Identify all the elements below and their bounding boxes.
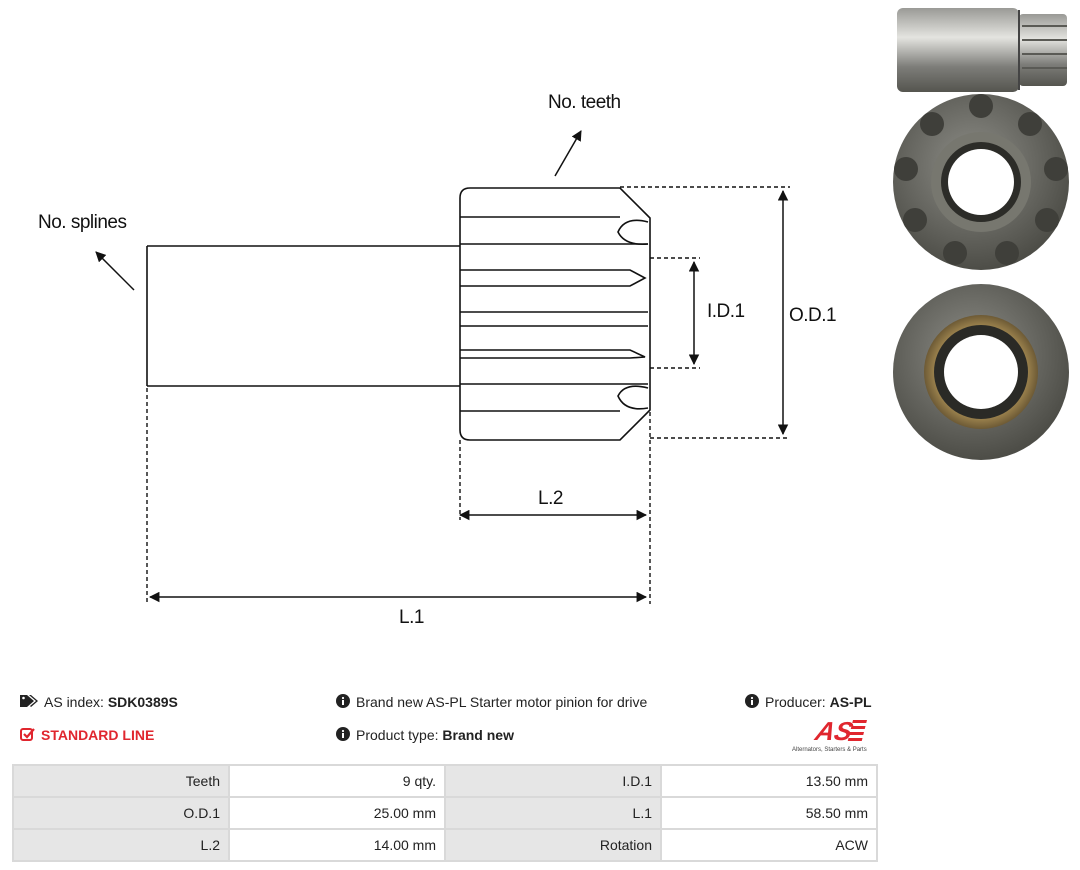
producer-label: Producer: xyxy=(765,694,826,710)
pinion-side-photo xyxy=(897,8,1067,92)
label-id1: I.D.1 xyxy=(707,301,745,322)
spec-value: 13.50 mm xyxy=(662,766,876,796)
spec-value: 14.00 mm xyxy=(230,830,444,860)
producer-value: AS-PL xyxy=(829,694,872,710)
label-no-splines: No. splines xyxy=(38,212,127,233)
product-photos xyxy=(893,8,1069,460)
as-pl-logo: AS Alternators, Starters & Parts xyxy=(792,716,868,753)
spec-key: I.D.1 xyxy=(446,766,660,796)
spec-key: L.1 xyxy=(446,798,660,828)
spec-key: Teeth xyxy=(14,766,228,796)
standard-line-label: STANDARD LINE xyxy=(41,727,155,743)
producer-row: Producer: AS-PL xyxy=(745,692,872,712)
spec-value: 58.50 mm xyxy=(662,798,876,828)
as-index-label: AS index: xyxy=(44,694,104,710)
label-od1: O.D.1 xyxy=(789,305,836,326)
svg-text:Alternators, Starters & Parts: Alternators, Starters & Parts xyxy=(792,747,867,753)
spec-key: Rotation xyxy=(446,830,660,860)
spec-key: O.D.1 xyxy=(14,798,228,828)
info-circle-icon xyxy=(336,693,350,713)
product-type-row: Product type: Brand new xyxy=(336,725,514,745)
tags-icon xyxy=(20,693,38,713)
description-row: Brand new AS-PL Starter motor pinion for… xyxy=(336,692,647,712)
label-l2: L.2 xyxy=(538,488,563,509)
spec-value: 25.00 mm xyxy=(230,798,444,828)
label-l1: L.1 xyxy=(399,607,424,628)
description-text: Brand new AS-PL Starter motor pinion for… xyxy=(356,694,648,710)
info-circle-icon xyxy=(336,726,350,746)
technical-drawing: No. teeth No. splines I.D.1 O.D.1 L.2 L.… xyxy=(38,92,837,628)
pinion-back-photo xyxy=(893,284,1069,460)
product-type-label: Product type: xyxy=(356,727,439,743)
check-square-icon xyxy=(20,726,35,746)
spec-value: ACW xyxy=(662,830,876,860)
as-index-value: SDK0389S xyxy=(107,694,178,710)
product-type-value: Brand new xyxy=(442,727,514,743)
label-no-teeth: No. teeth xyxy=(548,92,621,113)
pinion-front-photo xyxy=(893,94,1069,270)
info-circle-icon xyxy=(745,693,759,713)
spec-value: 9 qty. xyxy=(230,766,444,796)
svg-text:AS: AS xyxy=(812,716,857,746)
spec-key: L.2 xyxy=(14,830,228,860)
as-index-row: AS index: SDK0389S xyxy=(20,692,178,712)
standard-line-row: STANDARD LINE xyxy=(20,725,154,745)
